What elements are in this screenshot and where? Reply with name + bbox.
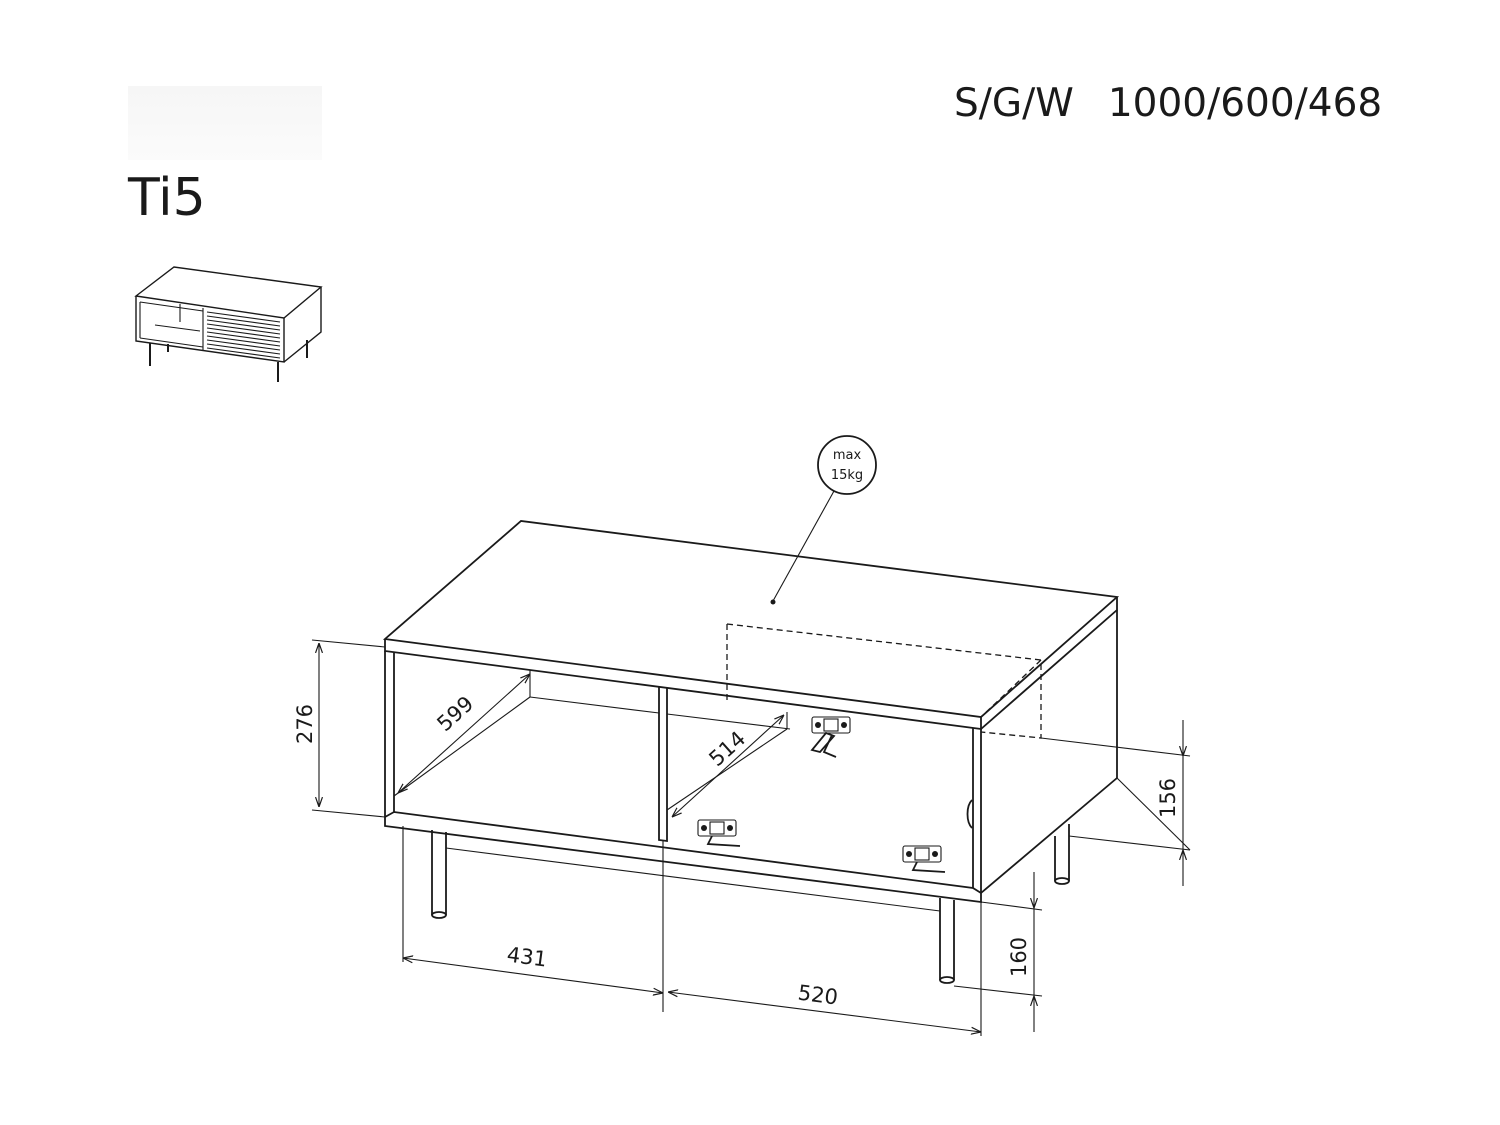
table-thumbnail (134, 266, 323, 382)
hinge-icon (902, 845, 946, 873)
hinge-icon (697, 819, 741, 847)
dimension-body-height: 276 (293, 704, 317, 744)
dimension-shelf-height: 156 (1156, 778, 1180, 818)
brand-logo (128, 86, 322, 160)
dimension-leg-height: 160 (1007, 937, 1031, 977)
model-name: Ti5 (128, 168, 206, 228)
dimension-depth-right: 514 (704, 726, 750, 771)
load-label-max: max (833, 448, 862, 463)
dimension-depth-left: 599 (432, 691, 478, 736)
dimensions-value: 1000/600/468 (1107, 81, 1383, 126)
hinge-icon (810, 716, 851, 758)
load-callout: max 15kg (770, 435, 877, 605)
load-label-weight: 15kg (831, 468, 863, 483)
table-drawing: max 15kg (382, 435, 1120, 984)
dimension-width-left: 431 (505, 943, 548, 972)
dimensions-code: S/G/W (954, 81, 1074, 126)
overall-dimensions: S/G/W 1000/600/468 (954, 80, 1382, 128)
dimension-width-right: 520 (796, 981, 839, 1010)
